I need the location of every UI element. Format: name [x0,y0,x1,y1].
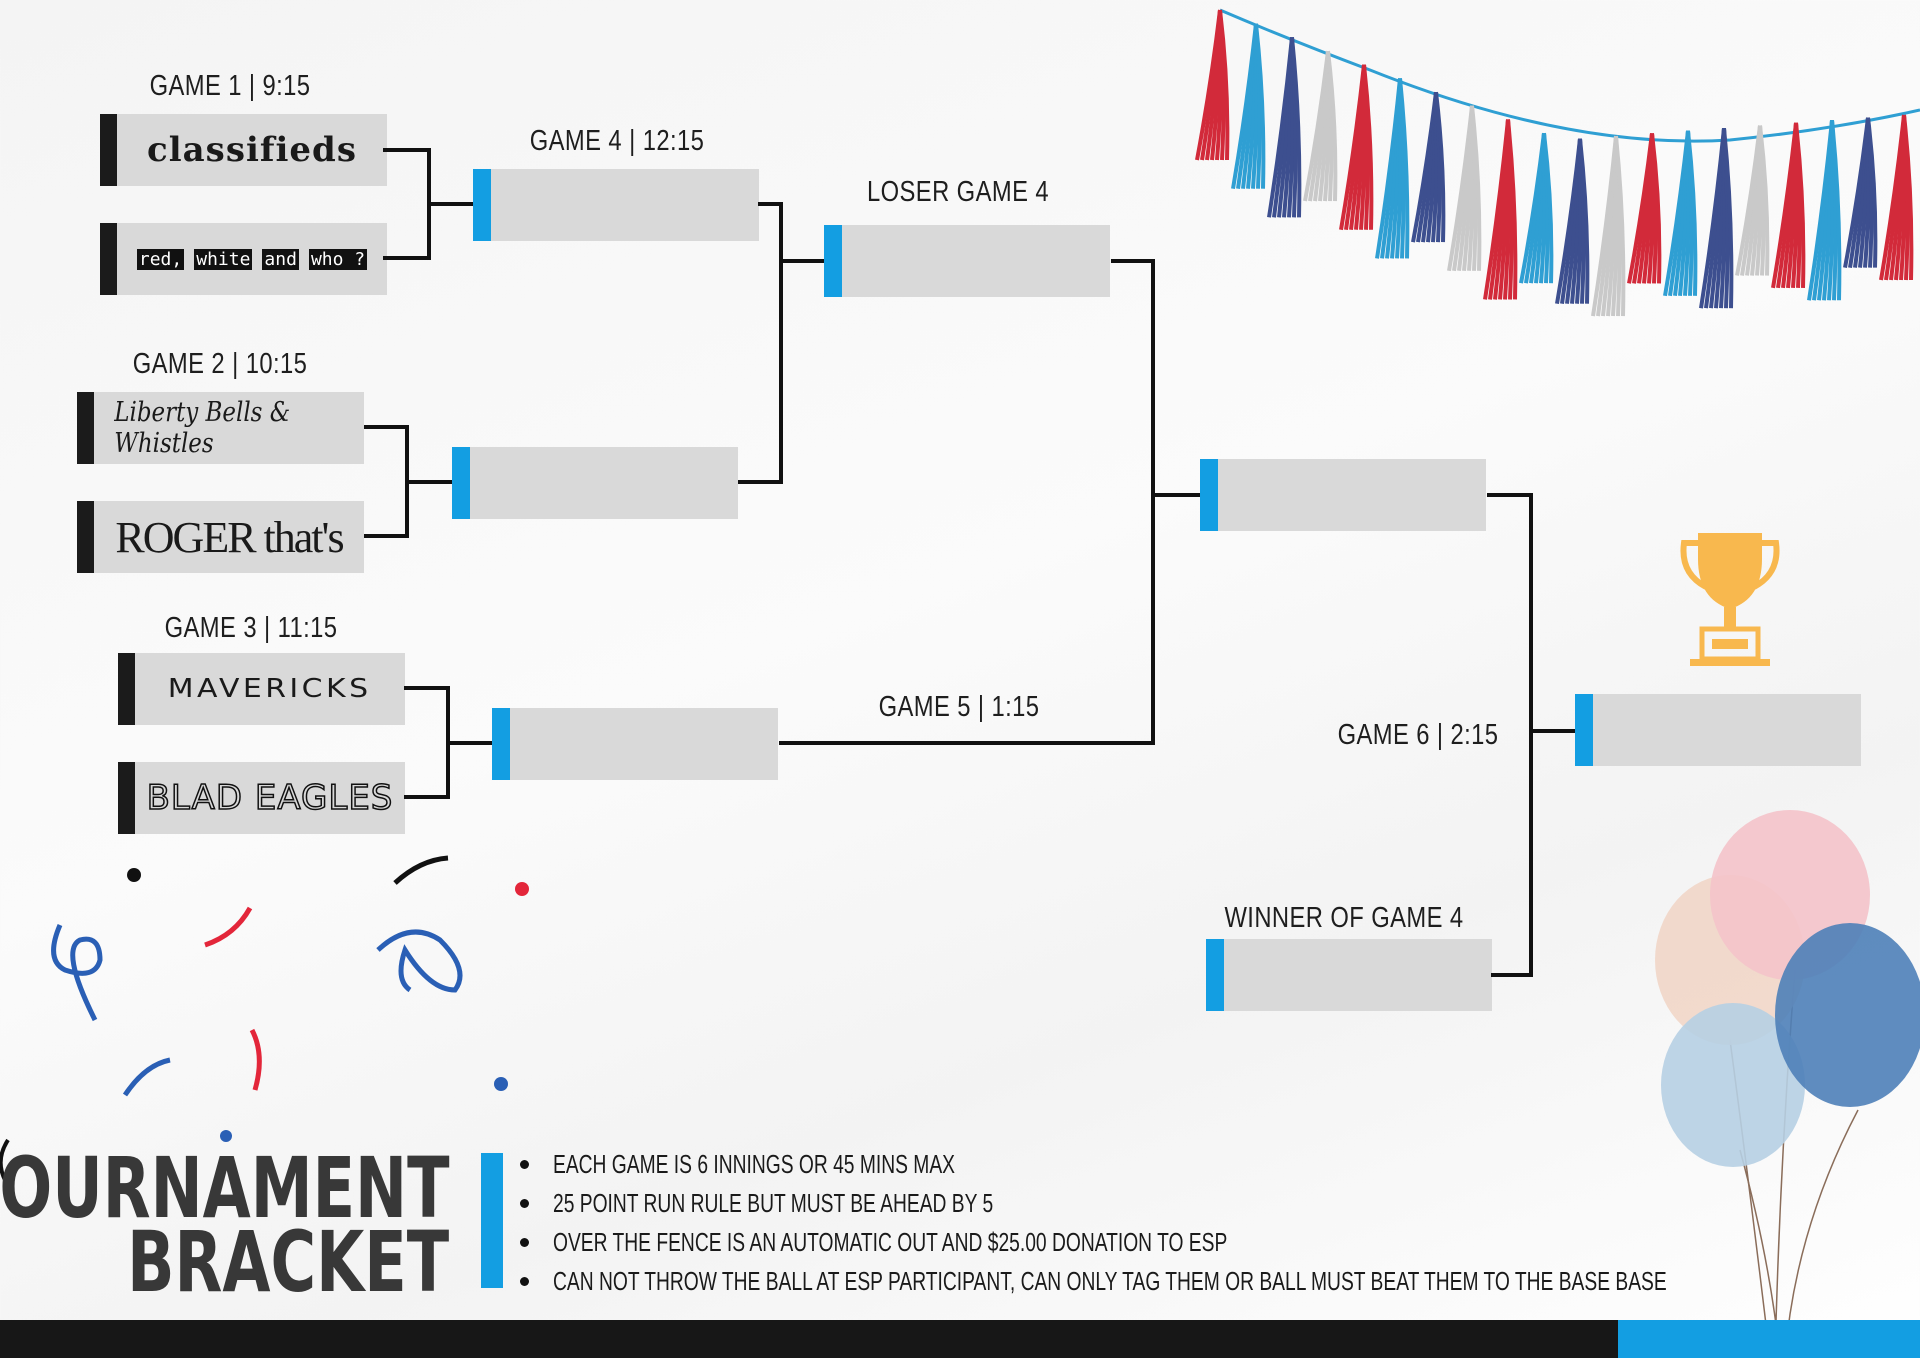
slot-marker [473,169,491,241]
loser-game4-label: LOSER GAME 4 [866,176,1050,208]
loser-game4-slot[interactable] [824,225,1110,297]
tassel [1483,119,1518,300]
game6-label: GAME 6 | 2:15 [1337,719,1499,751]
team-name: MAVERICKS [168,674,372,704]
title-line-2: BRACKET [126,1213,449,1311]
game1-winner-slot[interactable] [473,169,759,241]
rule-item: 25 POINT RUN RULE BUT MUST BE AHEAD BY 5 [520,1184,1920,1223]
footer-bar [0,1320,1618,1358]
team-name: classifieds [147,130,357,170]
slot-marker [492,708,510,780]
team-marker [100,223,117,295]
slot-marker [452,447,470,519]
trophy-icon [1680,533,1780,666]
tassel [1771,122,1806,289]
tassel [1843,117,1878,268]
slot-marker [1206,939,1224,1011]
tassel [1375,78,1410,259]
team-marker [77,392,94,464]
bullet-icon [520,1160,529,1169]
team-blad-eagles[interactable]: BLAD EAGLES [118,762,405,834]
tassel [1735,125,1770,276]
game5-winner-slot[interactable] [1200,459,1486,531]
tassel [1627,133,1662,284]
tassel [1519,132,1554,284]
game1-label: GAME 1 | 9:15 [149,70,311,102]
slot-marker [824,225,842,297]
game2-label: GAME 2 | 10:15 [132,348,308,380]
game3-label: GAME 3 | 11:15 [164,612,338,644]
team-marker [118,762,135,834]
tassel [1663,130,1698,297]
game2-winner-slot[interactable] [452,447,738,519]
rule-item: EACH GAME IS 6 INNINGS OR 45 MINS MAX [520,1145,1920,1184]
footer-accent [1618,1320,1920,1358]
rules-list: EACH GAME IS 6 INNINGS OR 45 MINS MAX 25… [520,1145,1920,1301]
tassel-garland [1195,8,1920,317]
game5-label: GAME 5 | 1:15 [878,691,1040,723]
balloons-decoration [1655,810,1920,1358]
tassel [1447,105,1482,272]
tassel [1699,127,1734,309]
bullet-icon [520,1199,529,1208]
team-name: ROGER that's [115,512,344,562]
team-name: BLAD EAGLES [146,777,394,819]
rule-item: CAN NOT THROW THE BALL AT ESP PARTICIPAN… [520,1262,1920,1301]
slot-marker [1200,459,1218,531]
team-marker [118,653,135,725]
team-classifieds[interactable]: classifieds [100,114,387,186]
tassel [1411,91,1446,243]
tassel [1303,50,1338,202]
tassel [1807,120,1842,301]
team-mavericks[interactable]: MAVERICKS [118,653,405,725]
tassel [1339,64,1374,231]
tassel [1555,138,1590,305]
title-accent-bar [481,1153,503,1288]
bullet-icon [520,1277,529,1286]
champion-slot[interactable] [1575,694,1861,766]
bullet-icon [520,1238,529,1247]
confetti-decoration [0,855,529,1181]
team-name: Liberty Bells & Whistles [114,397,291,459]
team-roger-thats[interactable]: ROGER that's [77,501,364,573]
tassel [1591,135,1626,317]
team-liberty-bells-whistles[interactable]: Liberty Bells & Whistles [77,392,364,464]
team-marker [77,501,94,573]
tassel [1879,114,1914,281]
title-line-1: TOURNAMENT [0,1139,449,1237]
tassel [1195,9,1230,161]
rule-item: OVER THE FENCE IS AN AUTOMATIC OUT AND $… [520,1223,1920,1262]
game3-winner-slot[interactable] [492,708,778,780]
winner-game4-slot[interactable] [1206,939,1492,1011]
winner-game4-label: WINNER OF GAME 4 [1224,902,1464,934]
tassel [1267,37,1302,218]
tassel [1231,23,1266,190]
game4-label: GAME 4 | 12:15 [529,125,705,157]
garland-rope [1219,8,1920,143]
team-marker [100,114,117,186]
slot-marker [1575,694,1593,766]
